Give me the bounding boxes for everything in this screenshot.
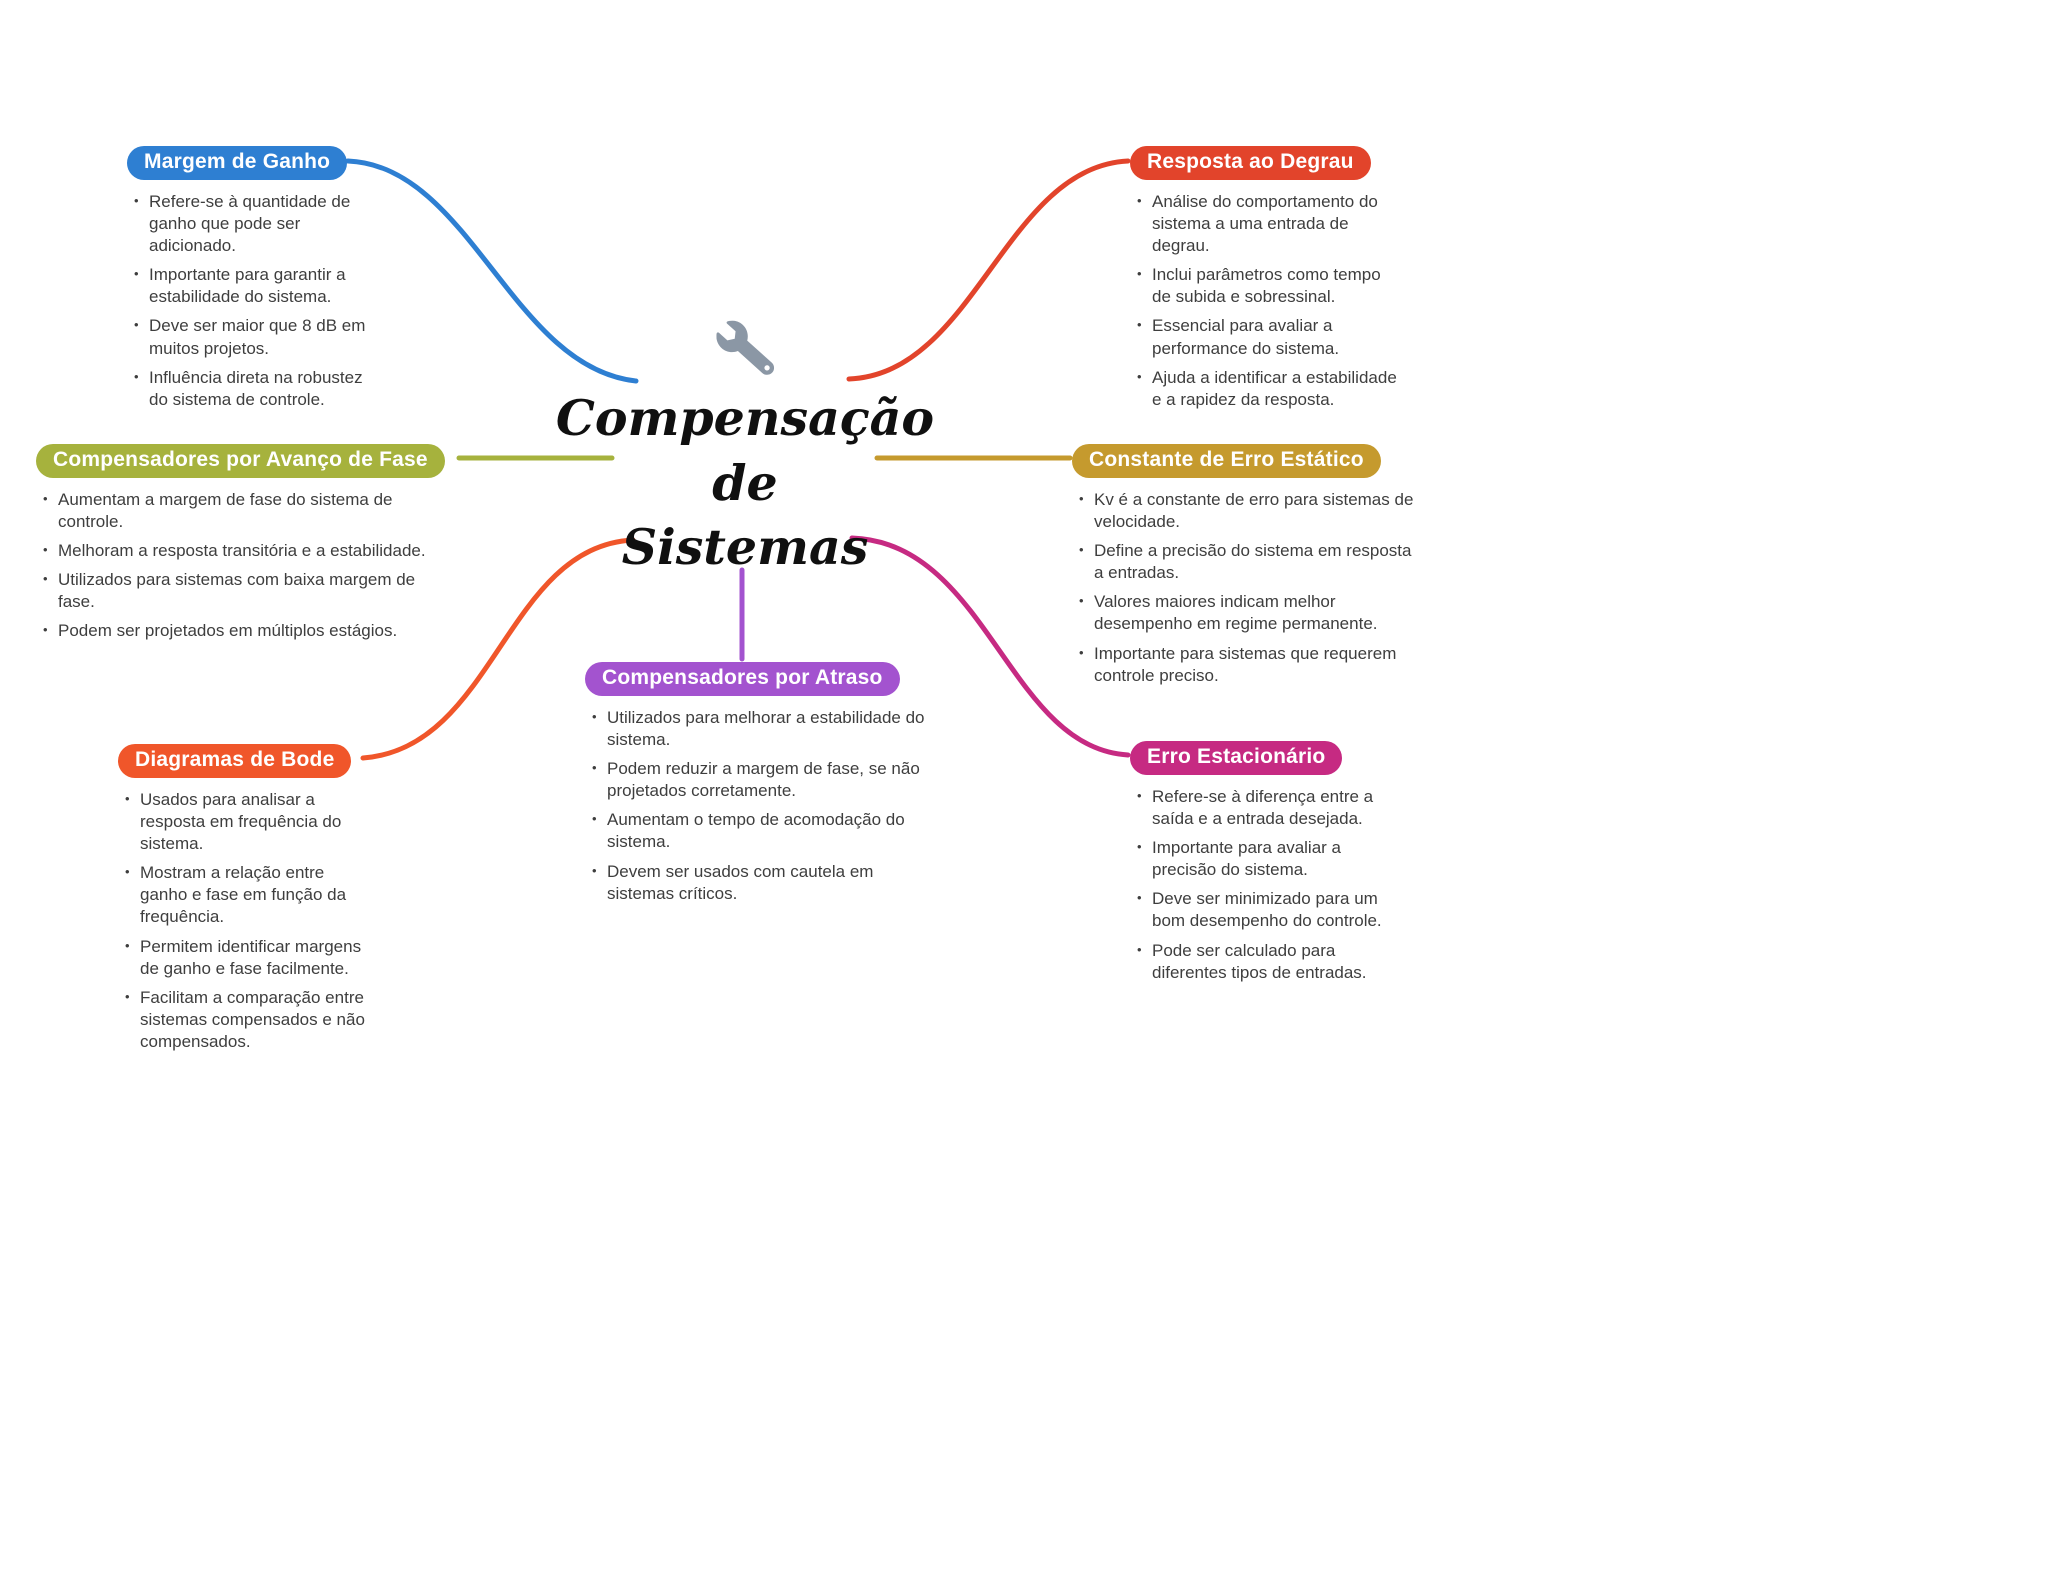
branch-bullets-compensadores-por-avanco-de-fase: Aumentam a margem de fase do sistema de … xyxy=(36,489,438,643)
branch-bullets-diagramas-de-bode: Usados para analisar a resposta em frequ… xyxy=(118,789,374,1053)
center-title-line: Sistemas xyxy=(621,518,869,577)
branch-pill-constante-de-erro-estatico[interactable]: Constante de Erro Estático xyxy=(1072,444,1381,478)
center-title-line: de xyxy=(712,453,778,512)
bullet-item: Utilizados para sistemas com baixa marge… xyxy=(43,569,438,613)
branch-pill-erro-estacionario[interactable]: Erro Estacionário xyxy=(1130,741,1343,775)
bullet-item: Refere-se à quantidade de ganho que pode… xyxy=(134,191,370,257)
branch-bullets-erro-estacionario: Refere-se à diferença entre a saída e a … xyxy=(1130,786,1392,984)
bullet-item: Inclui parâmetros como tempo de subida e… xyxy=(1137,264,1398,308)
bullet-item: Devem ser usados com cautela em sistemas… xyxy=(592,861,931,905)
branch-pill-margem-de-ganho[interactable]: Margem de Ganho xyxy=(127,146,348,180)
bullet-item: Mostram a relação entre ganho e fase em … xyxy=(125,862,374,928)
wrench-icon xyxy=(545,320,945,382)
bullet-item: Análise do comportamento do sistema a um… xyxy=(1137,191,1398,257)
bullet-item: Permitem identificar margens de ganho e … xyxy=(125,936,374,980)
bullet-item: Melhoram a resposta transitória e a esta… xyxy=(43,540,438,562)
bullet-item: Aumentam a margem de fase do sistema de … xyxy=(43,489,438,533)
bullet-item: Importante para garantir a estabilidade … xyxy=(134,264,370,308)
bullet-item: Ajuda a identificar a estabilidade e a r… xyxy=(1137,367,1398,411)
branch-bullets-margem-de-ganho: Refere-se à quantidade de ganho que pode… xyxy=(127,191,370,411)
branch-bullets-constante-de-erro-estatico: Kv é a constante de erro para sistemas d… xyxy=(1072,489,1420,687)
bullet-item: Aumentam o tempo de acomodação do sistem… xyxy=(592,809,931,853)
branch-bullets-resposta-ao-degrau: Análise do comportamento do sistema a um… xyxy=(1130,191,1398,411)
branch-diagramas-de-bode: Diagramas de Bode Usados para analisar a… xyxy=(118,744,374,1060)
branch-bullets-compensadores-por-atraso: Utilizados para melhorar a estabilidade … xyxy=(585,707,931,905)
bullet-item: Pode ser calculado para diferentes tipos… xyxy=(1137,940,1392,984)
bullet-item: Influência direta na robustez do sistema… xyxy=(134,367,370,411)
branch-pill-compensadores-por-avanco-de-fase[interactable]: Compensadores por Avanço de Fase xyxy=(36,444,445,478)
bullet-item: Refere-se à diferença entre a saída e a … xyxy=(1137,786,1392,830)
bullet-item: Facilitam a comparação entre sistemas co… xyxy=(125,987,374,1053)
bullet-item: Usados para analisar a resposta em frequ… xyxy=(125,789,374,855)
bullet-item: Deve ser maior que 8 dB em muitos projet… xyxy=(134,315,370,359)
branch-erro-estacionario: Erro Estacionário Refere-se à diferença … xyxy=(1130,741,1392,991)
branch-resposta-ao-degrau: Resposta ao Degrau Análise do comportame… xyxy=(1130,146,1398,418)
branch-margem-de-ganho: Margem de Ganho Refere-se à quantidade d… xyxy=(127,146,370,418)
center-title-line: Compensação xyxy=(555,389,935,447)
bullet-item: Deve ser minimizado para um bom desempen… xyxy=(1137,888,1392,932)
bullet-item: Podem ser projetados em múltiplos estági… xyxy=(43,620,438,642)
wrench-icon-shape xyxy=(716,320,775,375)
bullet-item: Utilizados para melhorar a estabilidade … xyxy=(592,707,931,751)
branch-pill-diagramas-de-bode[interactable]: Diagramas de Bode xyxy=(118,744,352,778)
bullet-item: Essencial para avaliar a performance do … xyxy=(1137,315,1398,359)
branch-pill-compensadores-por-atraso[interactable]: Compensadores por Atraso xyxy=(585,662,900,696)
bullet-item: Importante para sistemas que requerem co… xyxy=(1079,643,1420,687)
bullet-item: Valores maiores indicam melhor desempenh… xyxy=(1079,591,1420,635)
branch-constante-de-erro-estatico: Constante de Erro Estático Kv é a consta… xyxy=(1072,444,1420,694)
bullet-item: Podem reduzir a margem de fase, se não p… xyxy=(592,758,931,802)
bullet-item: Importante para avaliar a precisão do si… xyxy=(1137,837,1392,881)
branch-compensadores-por-atraso: Compensadores por Atraso Utilizados para… xyxy=(585,662,931,912)
branch-compensadores-por-avanco-de-fase: Compensadores por Avanço de Fase Aumenta… xyxy=(36,444,445,650)
bullet-item: Kv é a constante de erro para sistemas d… xyxy=(1079,489,1420,533)
center-topic[interactable]: Compensação de Sistemas xyxy=(545,320,945,580)
bullet-item: Define a precisão do sistema em resposta… xyxy=(1079,540,1420,584)
branch-pill-resposta-ao-degrau[interactable]: Resposta ao Degrau xyxy=(1130,146,1371,180)
